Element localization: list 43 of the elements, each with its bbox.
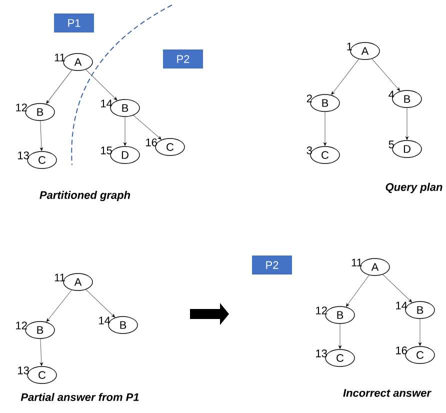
caption: Partial answer from P1 <box>20 392 139 402</box>
arrow <box>124 116 126 146</box>
vertex-number: 15 <box>101 146 112 154</box>
arrow <box>338 324 342 349</box>
vertex-number: 3 <box>306 146 312 154</box>
arrow <box>406 108 408 140</box>
arrow <box>46 70 72 104</box>
caption: Partitioned graph <box>40 190 130 202</box>
arrow <box>346 274 370 307</box>
arrow <box>40 338 43 366</box>
arrow <box>372 58 400 91</box>
arrow <box>40 120 43 151</box>
vertex-number: 11 <box>352 258 362 266</box>
vertex-number: 2 <box>306 94 312 102</box>
arrow <box>86 289 115 318</box>
partition-tag: P2 <box>252 256 292 274</box>
arrow <box>331 58 360 95</box>
vertex-number: 14 <box>99 316 110 324</box>
arrow <box>133 115 162 140</box>
vertex-number: 12 <box>316 306 327 314</box>
vertex-number: 13 <box>316 350 327 358</box>
vertex-number: 14 <box>101 100 112 108</box>
partition-tag: P2 <box>163 50 203 68</box>
vertex-number: 11 <box>54 274 65 282</box>
arrow <box>46 290 72 322</box>
arrow <box>418 318 422 346</box>
caption: Query plan <box>386 182 442 194</box>
arrow <box>382 274 412 302</box>
vertex-number: 12 <box>16 322 27 330</box>
vertex-number: 5 <box>388 140 394 148</box>
vertex-number: 1 <box>347 42 352 50</box>
vertex-number: 12 <box>16 104 27 112</box>
vertex-number: 11 <box>54 54 65 62</box>
vertex-number: 14 <box>396 302 408 310</box>
caption: Incorrect answer <box>343 389 432 397</box>
vertex-number: 16 <box>146 138 157 146</box>
arrow <box>324 112 326 146</box>
vertex-number: 13 <box>18 366 29 374</box>
vertex-number: 16 <box>396 346 407 354</box>
arrow <box>85 69 118 100</box>
partition-tag: P1 <box>54 14 94 32</box>
vertex-number: 13 <box>18 152 29 160</box>
vertex-number: 4 <box>388 90 394 98</box>
